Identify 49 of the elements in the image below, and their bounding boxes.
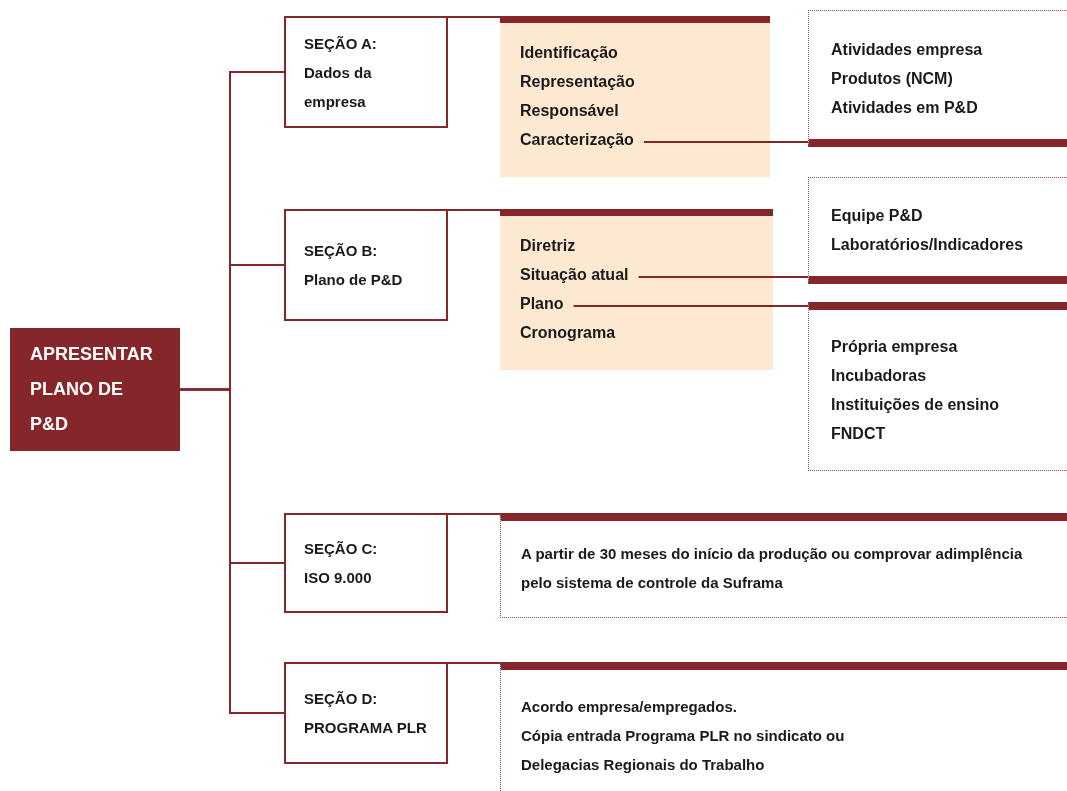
detail-box [808,177,1067,284]
item-text: Situação atual [520,265,630,285]
connector-line [179,388,285,714]
detail-box [808,10,1067,147]
section-title: PROGRAMA PLR [304,718,428,738]
item-text: Instituições de ensino [831,395,1001,415]
item-text: Responsável [520,101,620,121]
section-heading: SEÇÃO C: [304,539,379,559]
connector-line [642,141,809,143]
item-text: Própria empresa [831,337,959,357]
section-box [284,16,448,128]
section-heading: SEÇÃO D: [304,689,379,709]
item-text: Laboratórios/Indicadores [831,235,1025,255]
item-text: Acordo empresa/empregados. [521,697,738,717]
section-box [284,662,448,764]
content-panel [500,209,773,370]
item-text: A partir de 30 meses do início da produção ou comprovar adimplência pelo sistema de controle da Suframa [521,544,1024,593]
section-title: Plano de P&D [304,270,404,290]
section-title: Dados da empresa [304,62,373,112]
connector-line [447,16,501,18]
connector-line [447,662,501,664]
main-box [10,328,180,451]
connector-line [637,276,809,278]
item-text: Plano [520,294,565,314]
item-text: Cópia entrada Programa PLR no sindicato ou Delegacias Regionais do Trabalho [521,726,846,775]
section-box [284,209,448,321]
item-text: Diretriz [520,236,577,256]
section-heading: SEÇÃO A: [304,33,378,54]
section-title: ISO 9.000 [304,568,373,588]
section-box [284,513,448,613]
item-text: Equipe P&D [831,206,924,226]
connector-line [572,305,809,307]
item-text: Produtos (NCM) [831,69,954,89]
connector-line [447,513,501,515]
content-panel [500,16,770,177]
item-text: FNDCT [831,424,887,444]
main-title: APRESENTAR PLANO DE P&D [30,343,154,436]
item-text: Atividades em P&D [831,98,979,118]
item-text: Atividades empresa [831,40,984,60]
section-heading: SEÇÃO B: [304,241,379,261]
content-panel [500,662,1067,791]
item-text: Identificação [520,43,619,63]
connector-line [447,209,501,211]
item-text: Representação [520,72,636,92]
item-text: Caracterização [520,130,635,150]
item-text: Cronograma [520,323,617,343]
item-text: Incubadoras [831,366,928,386]
detail-box [808,302,1067,471]
content-panel [500,513,1067,618]
